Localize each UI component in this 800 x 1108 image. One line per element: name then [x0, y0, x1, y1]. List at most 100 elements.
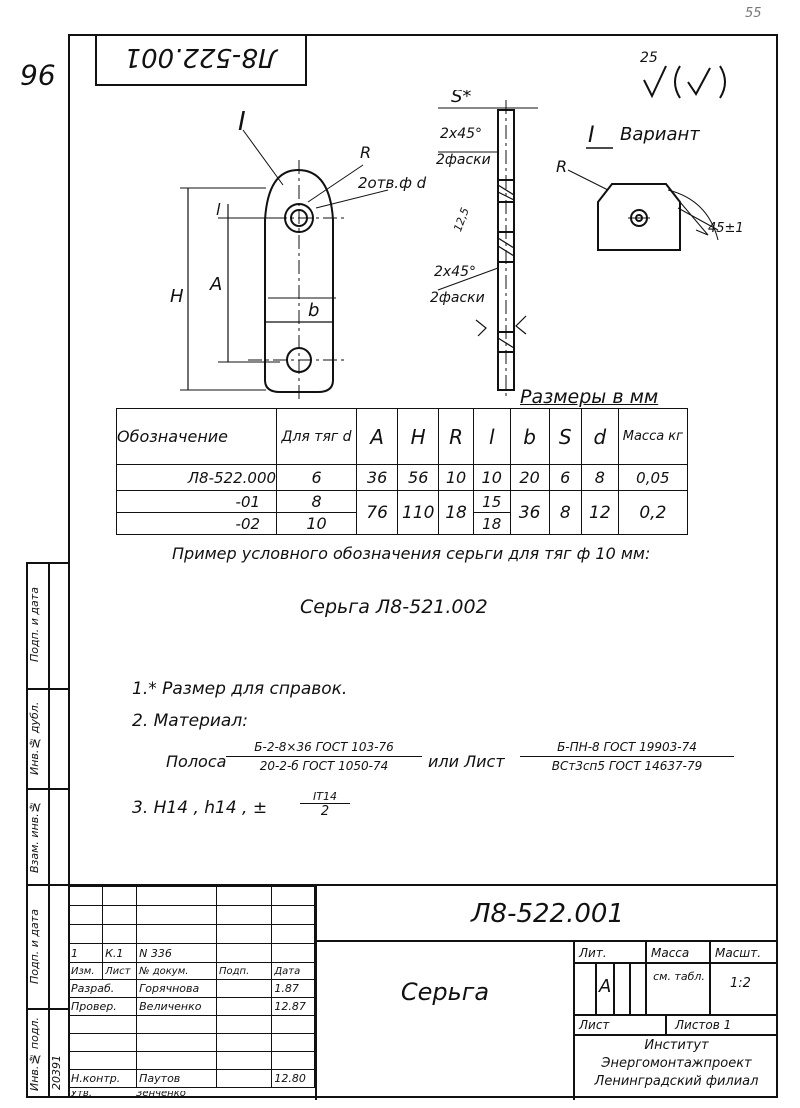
sheet-mark: 96 — [20, 58, 56, 91]
roughness-side: 12,5 — [451, 206, 472, 233]
header-b: b — [509, 408, 550, 465]
cell: 110 — [397, 490, 440, 535]
row-designation: -01 — [115, 490, 278, 513]
revision-grid: 1 К.1 N 336 Изм. Лист № докум. Подп. Дат… — [67, 886, 315, 980]
side-label-replace: Взам. инв.№ — [28, 800, 41, 874]
hdr-change: Изм. — [67, 962, 104, 980]
org-line-2: Энергомонтажпроект — [601, 1056, 752, 1071]
person: Величенко — [136, 997, 217, 1016]
side-strip — [26, 562, 68, 1098]
tb-meta: Лит. Масса Масшт. А см. табл. 1:2 Лист Л… — [575, 942, 778, 1034]
signature — [215, 1069, 273, 1088]
variant-R: R — [556, 157, 567, 176]
view-label-I: I — [238, 107, 246, 137]
header-d: d — [580, 408, 619, 465]
sheets-label: Листов 1 — [675, 1018, 732, 1032]
mass-label: Масса — [651, 946, 690, 960]
example-value: Серьга Л8-521.002 — [300, 596, 488, 618]
side-label-dup: Инв.№ дубл. — [28, 701, 41, 775]
cell: 36 — [356, 464, 399, 491]
org-line-1: Институт — [644, 1038, 709, 1053]
side-label-sign-1: Подп. и дата — [28, 587, 41, 663]
scale-label: Масшт. — [715, 946, 762, 960]
person: Зенченко — [136, 1091, 186, 1099]
cell: 10 — [276, 512, 358, 535]
header-l: l — [472, 408, 511, 465]
label-R: R — [360, 143, 371, 162]
person: Горячнова — [136, 979, 217, 998]
signature — [215, 979, 273, 998]
header-A: A — [356, 408, 399, 465]
variant-view — [567, 169, 719, 251]
table-row: -01 8 76 110 18 15 36 8 12 0,2 — [115, 490, 689, 535]
units-note: Размеры в мм — [520, 386, 659, 408]
row-designation: Л8-522.000 — [115, 464, 278, 491]
rev-change: 1 — [67, 943, 104, 963]
hdr-sheet: Лист — [102, 962, 138, 980]
person: Паутов — [136, 1069, 217, 1088]
cell: 20 — [509, 464, 550, 491]
roughness-symbol: 25 — [640, 50, 740, 102]
chamfer-bottom: 2x45° — [434, 264, 476, 280]
cell: 0,05 — [617, 464, 689, 491]
role: Утв. — [71, 1091, 92, 1099]
header-mass: Масса кг — [617, 408, 689, 465]
cell: 8 — [548, 490, 582, 535]
strip-top: Б-2-8×36 ГОСТ 103-76 — [226, 740, 422, 757]
mass-value: см. табл. — [653, 970, 705, 983]
header-designation: Обозначение — [115, 408, 278, 465]
variant-label: I — [588, 123, 595, 148]
tol-top: IT14 — [300, 790, 350, 804]
part-drawing: I R 2отв.ф d l A H b S* 2x45° 2фаски 12,… — [170, 90, 744, 400]
cell: 36 — [509, 490, 550, 535]
label-holes: 2отв.ф d — [358, 174, 427, 192]
table-row: 1 К.1 N 336 — [67, 943, 315, 963]
date: 12.87 — [271, 997, 315, 1016]
signature — [215, 997, 273, 1016]
cell: 56 — [397, 464, 440, 491]
strip-bottom: 20-2-б ГОСТ 1050-74 — [259, 759, 389, 773]
hdr-date: Дата — [271, 962, 315, 980]
corner-mark: 55 — [745, 6, 762, 21]
tb-name: Серьга — [400, 978, 490, 1006]
sheet-top: Б-ПН-8 ГОСТ 19903-74 — [520, 740, 734, 757]
main-view — [180, 129, 389, 400]
strip-fraction: Б-2-8×36 ГОСТ 103-76 20-2-б ГОСТ 1050-74 — [226, 740, 422, 773]
or-sheet: или Лист — [428, 752, 505, 771]
rev-doc: N 336 — [136, 943, 217, 963]
signature-row-last: Утв. Зенченко — [68, 1091, 315, 1100]
cell: 6 — [548, 464, 582, 491]
role: Провер. — [67, 997, 138, 1016]
table-row: -02 10 18 — [115, 512, 688, 535]
table-row: Разраб. Горячнова 1.87 — [67, 979, 315, 998]
table-row: Н.контр. Паутов 12.80 — [67, 1069, 315, 1088]
note-2: 2. Материал: — [132, 711, 248, 731]
label-b: b — [308, 300, 319, 321]
row-designation: -02 — [115, 512, 278, 535]
side-view — [437, 100, 538, 400]
scale-value: 1:2 — [730, 976, 751, 991]
rev-sheet: К.1 — [102, 943, 138, 963]
label-H: H — [170, 286, 184, 307]
cell: 0,2 — [617, 490, 689, 535]
spec-table: Обозначение Для тяг d A H R l b S d Масс… — [115, 408, 689, 535]
cell: 8 — [580, 464, 619, 491]
code-stamp: Л8-522.001 — [95, 34, 307, 86]
cell: 18 — [438, 490, 474, 535]
sheet-fraction: Б-ПН-8 ГОСТ 19903-74 ВСт3сп5 ГОСТ 14637-… — [520, 740, 734, 773]
title-block: 1 К.1 N 336 Изм. Лист № докум. Подп. Дат… — [67, 884, 778, 1100]
table-row: Л8-522.000 6 36 56 10 10 20 6 8 0,05 — [115, 464, 689, 491]
hdr-doc: № докум. — [136, 962, 217, 980]
cell: 18 — [472, 512, 511, 535]
tb-code: Л8-522.001 — [317, 886, 778, 942]
strip-word: Полоса — [166, 752, 227, 771]
rev-date — [271, 943, 315, 963]
cell: 6 — [276, 464, 358, 491]
sheet-bottom: ВСт3сп5 ГОСТ 14637-79 — [551, 759, 703, 773]
lit-value: А — [599, 976, 612, 997]
header-R: R — [438, 408, 474, 465]
lit-label: Лит. — [579, 946, 607, 960]
hdr-sign: Подп. — [215, 962, 273, 980]
sheet-label: Лист — [579, 1018, 610, 1032]
date: 1.87 — [271, 979, 315, 998]
